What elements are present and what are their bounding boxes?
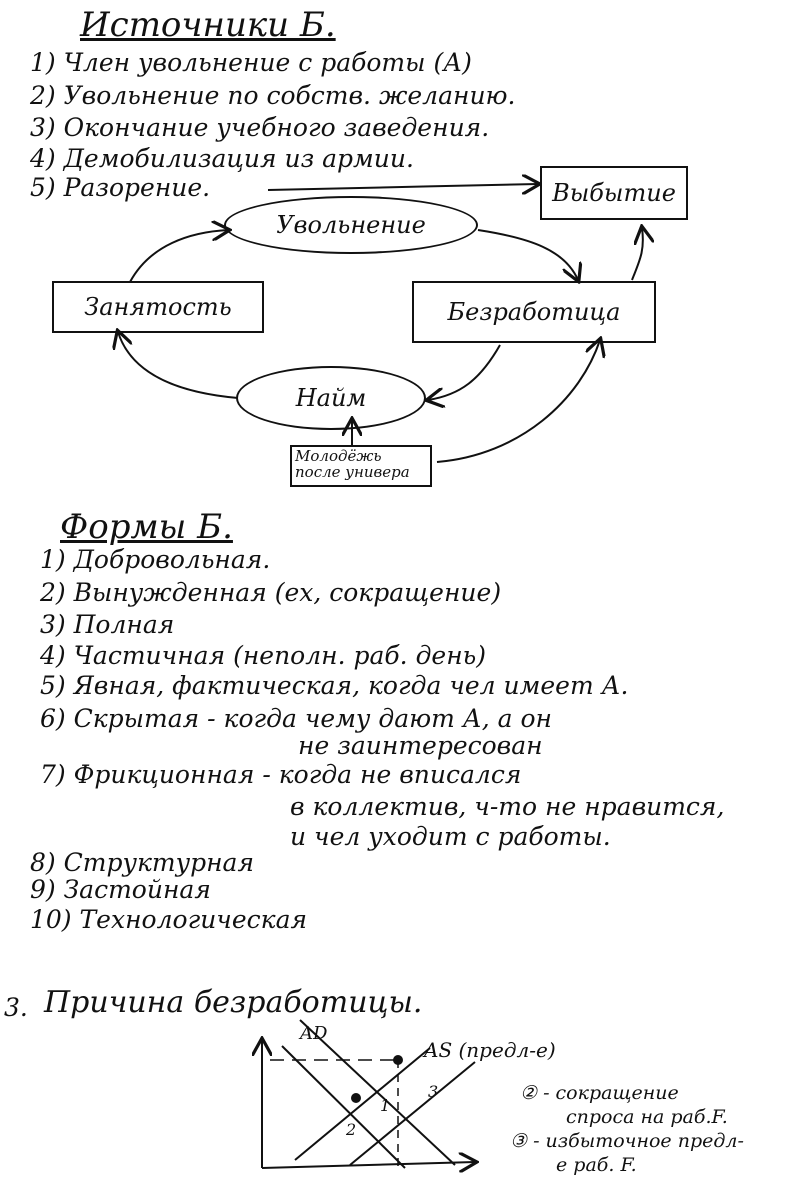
graph-ad-label: AD <box>300 1023 328 1044</box>
legend-line-2: спроса на раб.F. <box>566 1106 728 1128</box>
graph-label-1: 1 <box>380 1096 391 1115</box>
section3-title: Причина безработицы. <box>44 985 423 1020</box>
section2-title: Формы Б. <box>60 507 233 547</box>
graph-label-2: 2 <box>346 1120 357 1139</box>
section1-item-5: 5) Разорение. <box>30 173 211 202</box>
section2-item-8: 8) Структурная <box>30 848 255 877</box>
section3-number: 3. <box>4 993 28 1022</box>
graph-x-axis <box>261 1162 475 1168</box>
section2-item-10: 10) Технологическая <box>30 905 308 934</box>
section1-item-1: 1) Член увольнение с работы (А) <box>30 48 472 77</box>
section2-item-7-cont1: в коллектив, ч-то не нравится, <box>290 792 725 821</box>
equilibrium-point-2 <box>351 1093 361 1103</box>
legend-line-1: ② - сокращение <box>520 1082 679 1104</box>
employment-node: Занятость <box>52 281 264 333</box>
legend-line-4: е раб. F. <box>556 1154 637 1176</box>
dismissal-node: Увольнение <box>224 196 478 254</box>
equilibrium-point <box>393 1055 403 1065</box>
section1-item-2: 2) Увольнение по собств. желанию. <box>30 81 516 110</box>
arrow-employment-to-dismissal <box>129 230 228 283</box>
graph-as-label: AS (предл-е) <box>424 1038 556 1062</box>
section2-item-9: 9) Застойная <box>30 875 211 904</box>
arrow-dismissal-to-unemployment <box>477 229 578 280</box>
section1-item-4: 4) Демобилизация из армии. <box>30 144 414 173</box>
legend-line-3: ③ - избыточное предл- <box>510 1130 744 1152</box>
section2-item-7-cont2: и чел уходит с работы. <box>290 822 611 851</box>
arrow-youth-to-unemployment <box>436 340 600 463</box>
section2-item-3: 3) Полная <box>40 610 175 639</box>
arrow-resignation-to-exit <box>267 184 538 190</box>
youth-node: Молодёжь после универа <box>290 445 432 487</box>
arrow-hiring-to-employment <box>118 332 239 399</box>
ad-curve <box>281 1045 406 1169</box>
section2-item-2: 2) Вынужденная (ex, сокращение) <box>40 578 502 607</box>
as-curve <box>294 1047 431 1161</box>
exit-node: Выбытие <box>540 166 688 220</box>
as-curve-shifted <box>349 1061 476 1166</box>
section1-title: Источники Б. <box>80 5 336 45</box>
section2-item-7: 7) Фрикционная - когда не вписался <box>40 760 522 789</box>
hiring-node: Найм <box>236 366 426 430</box>
arrow-unemployment-to-exit <box>631 228 643 281</box>
section2-item-4: 4) Частичная (неполн. раб. день) <box>40 641 487 670</box>
unemployment-node: Безработица <box>412 281 656 343</box>
section2-item-6-cont: не заинтересован <box>298 731 543 760</box>
graph-label-3: 3 <box>428 1082 439 1101</box>
section2-item-1: 1) Добровольная. <box>40 545 271 574</box>
section2-item-5: 5) Явная, фактическая, когда чел имеет А… <box>40 671 629 700</box>
arrow-unemployment-to-hiring <box>428 344 501 400</box>
section1-item-3: 3) Окончание учебного заведения. <box>30 113 490 142</box>
section2-item-6: 6) Скрытая - когда чему дают А, а он <box>40 704 552 733</box>
